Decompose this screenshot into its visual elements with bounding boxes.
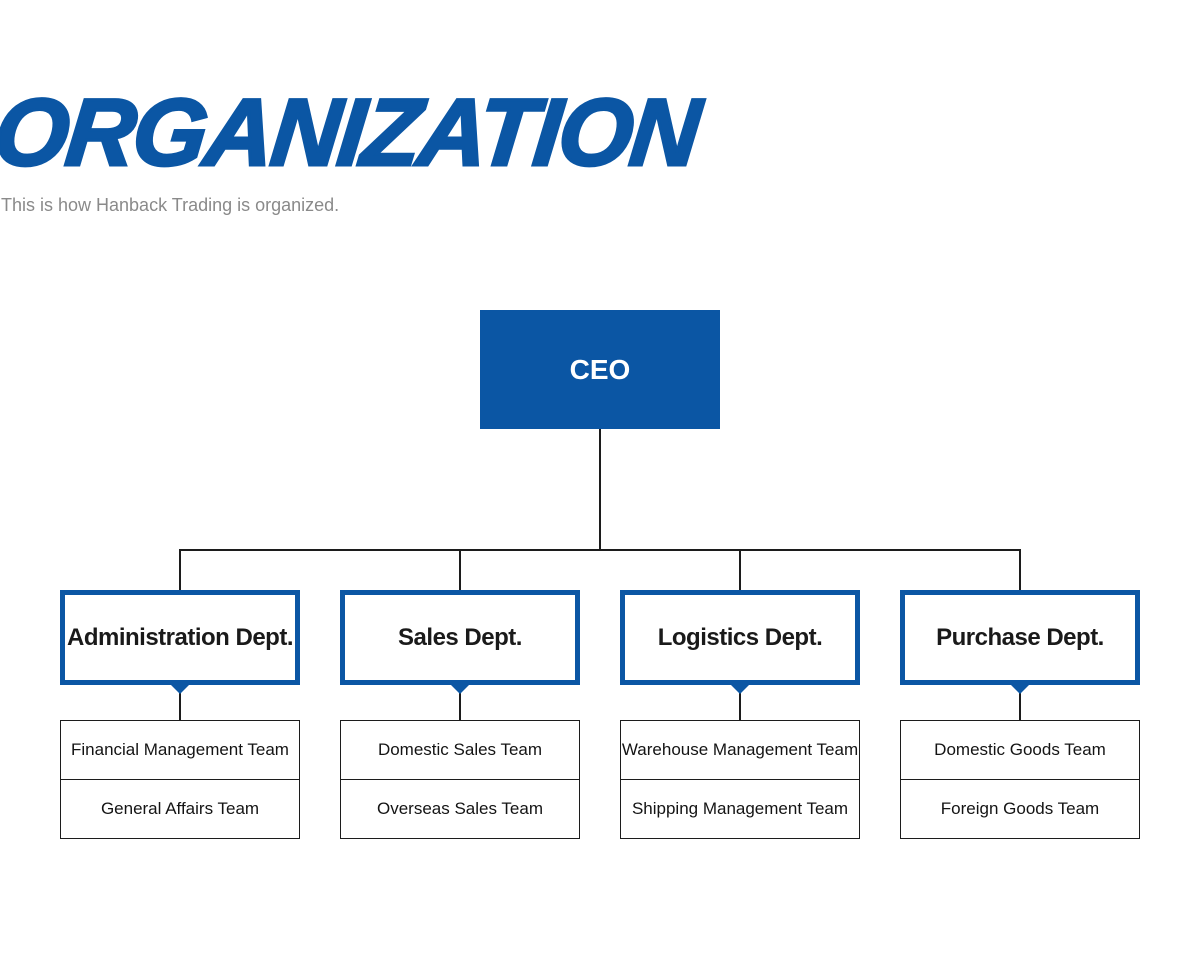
team-item: General Affairs Team [100, 799, 260, 818]
org-node-administration-dept: Administration Dept. [60, 590, 300, 694]
team-list-administration: Financial Management Team General Affair… [60, 720, 300, 839]
team-item: Warehouse Management Team [621, 721, 859, 780]
org-node-purchase-dept: Purchase Dept. [900, 590, 1140, 694]
team-item: Financial Management Team [61, 721, 299, 780]
connector-sales-to-teams [459, 685, 461, 720]
department-label: Purchase Dept. [936, 623, 1104, 651]
down-arrow-icon [451, 685, 469, 694]
down-arrow-icon [1011, 685, 1029, 694]
team-item: Domestic Goods Team [901, 721, 1139, 780]
connector-drop-sales [459, 549, 461, 590]
connector-drop-administration [179, 549, 181, 590]
team-item: Shipping Management Team [631, 799, 849, 818]
ceo-label: CEO [569, 353, 631, 385]
department-label: Logistics Dept. [657, 623, 823, 651]
connector-ceo-to-bus [599, 429, 601, 550]
org-node-ceo: CEO [480, 310, 720, 429]
connector-administration-to-teams [179, 685, 181, 720]
org-node-sales-dept: Sales Dept. [340, 590, 580, 694]
department-label: Sales Dept. [398, 623, 522, 651]
connector-purchase-to-teams [1019, 685, 1021, 720]
team-list-logistics: Warehouse Management Team Shipping Manag… [620, 720, 860, 839]
team-item: Foreign Goods Team [940, 799, 1100, 818]
team-list-sales: Domestic Sales Team Overseas Sales Team [340, 720, 580, 839]
team-item: Domestic Sales Team [341, 721, 579, 780]
down-arrow-icon [731, 685, 749, 694]
connector-drop-logistics [739, 549, 741, 590]
team-list-purchase: Domestic Goods Team Foreign Goods Team [900, 720, 1140, 839]
org-node-logistics-dept: Logistics Dept. [620, 590, 860, 694]
connector-logistics-to-teams [739, 685, 741, 720]
down-arrow-icon [171, 685, 189, 694]
connector-drop-purchase [1019, 549, 1021, 590]
connector-bus [179, 549, 1021, 551]
team-item: Overseas Sales Team [377, 799, 543, 818]
page-subtitle: This is how Hanback Trading is organized… [1, 195, 340, 215]
department-label: Administration Dept. [66, 623, 294, 651]
